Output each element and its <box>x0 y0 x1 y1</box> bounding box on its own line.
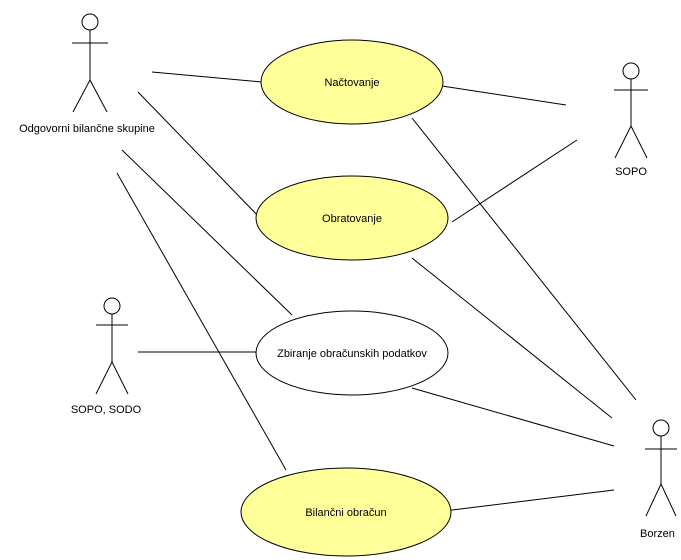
use-case-label: Zbiranje obračunskih podatkov <box>277 348 427 360</box>
actor-label-sopo-sodo: SOPO, SODO <box>71 404 142 416</box>
actor-head-icon <box>622 62 640 80</box>
association-brp-obratovanje <box>137 91 263 221</box>
association-sopo-nactovanje <box>441 85 567 106</box>
association-borzen-nactovanje <box>411 117 637 401</box>
use-case-zbiranje[interactable]: Zbiranje obračunskih podatkov <box>255 310 449 396</box>
association-borzen-obratovanje <box>411 257 613 419</box>
association-brp-nactovanje <box>151 71 263 83</box>
actor-label-borzen: Borzen <box>640 528 675 540</box>
use-case-label: Bilančni obračun <box>305 507 386 519</box>
use-case-bilancni[interactable]: Bilančni obračun <box>240 467 452 557</box>
use-case-nactovanje[interactable]: Načtovanje <box>260 39 444 125</box>
actor-sopo[interactable] <box>614 62 648 159</box>
actor-head-icon <box>103 297 121 315</box>
use-case-label: Načtovanje <box>324 77 379 89</box>
association-brp-zbiranje <box>121 149 293 316</box>
actor-borzen[interactable] <box>645 419 677 517</box>
association-borzen-zbiranje <box>411 387 615 447</box>
association-borzen-bilancni <box>435 489 615 513</box>
actor-label-sopo: SOPO <box>615 166 647 178</box>
use-case-obratovanje[interactable]: Obratovanje <box>255 175 449 261</box>
actor-brp[interactable] <box>72 13 108 113</box>
associations <box>116 71 637 513</box>
association-brp-bilancni <box>116 172 287 471</box>
use-case-label: Obratovanje <box>322 213 382 225</box>
association-sopo-obratovanje <box>451 139 578 223</box>
actor-head-icon <box>81 13 99 31</box>
actor-head-icon <box>652 419 670 437</box>
actor-sopo-sodo[interactable] <box>95 297 129 395</box>
actor-label-brp: Odgovorni bilančne skupine <box>19 123 155 135</box>
